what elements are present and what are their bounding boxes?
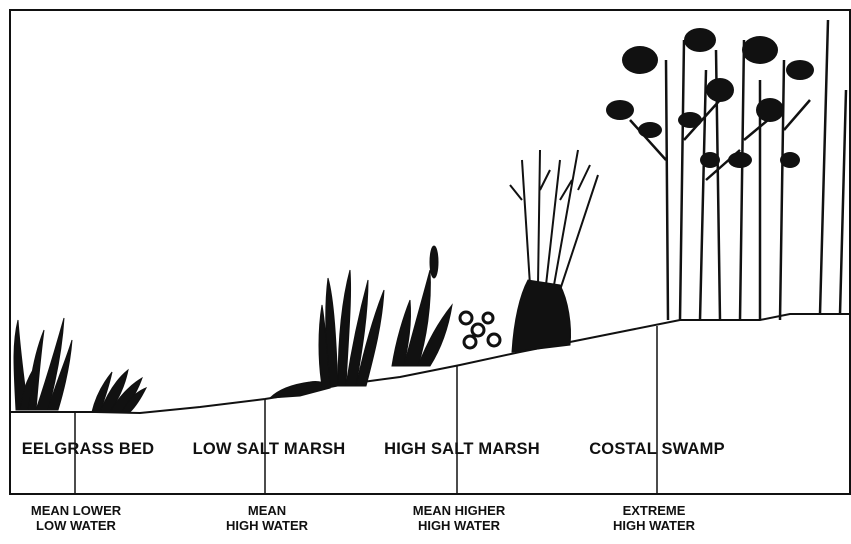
tide-level-extreme-high-water: EXTREME HIGH WATER [613,503,695,533]
tide-level-mean-lower-low-water: MEAN LOWER LOW WATER [31,503,121,533]
zone-label-low-salt-marsh: LOW SALT MARSH [193,440,346,459]
tide-level-line-1: MEAN [226,503,308,518]
tide-level-line-2: LOW WATER [31,518,121,533]
eelgrass-plant-illustration [14,318,146,412]
high-marsh-plant-illustration [392,150,598,366]
tide-level-line-1: EXTREME [613,503,695,518]
tide-level-mean-high-water: MEAN HIGH WATER [226,503,308,533]
tide-level-line-1: MEAN HIGHER [413,503,505,518]
zone-label-costal-swamp: COSTAL SWAMP [589,440,725,459]
tide-level-line-2: HIGH WATER [613,518,695,533]
zone-label-high-salt-marsh: HIGH SALT MARSH [384,440,540,459]
tide-level-line-2: HIGH WATER [413,518,505,533]
tide-level-line-1: MEAN LOWER [31,503,121,518]
tide-level-mean-higher-high-water: MEAN HIGHER HIGH WATER [413,503,505,533]
tide-level-line-2: HIGH WATER [226,518,308,533]
low-marsh-grass-illustration [270,270,384,398]
zone-label-eelgrass-bed: EELGRASS BED [22,440,155,459]
swamp-tree-illustration [606,20,846,320]
